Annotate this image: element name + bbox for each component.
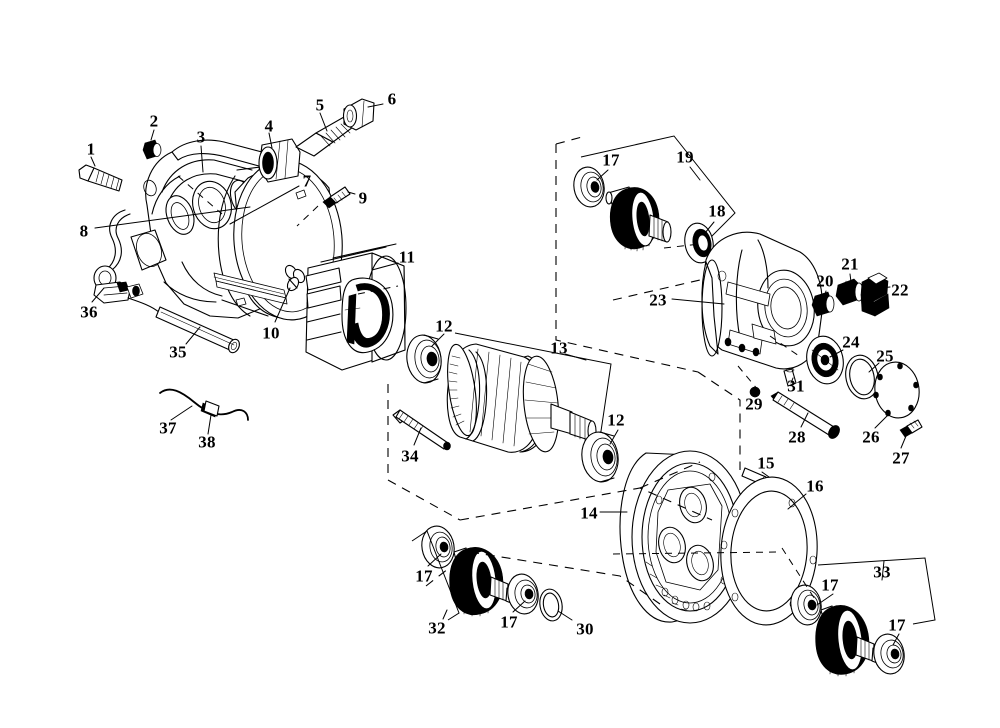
callout-shim-washer: 30 bbox=[576, 619, 594, 639]
part-18-oil-seal bbox=[684, 221, 715, 264]
callout-dowel-pin-bushing: 2 bbox=[149, 111, 159, 131]
callout-terminal-insulator-sleeve: 4 bbox=[264, 116, 274, 136]
part-1-hex-bolt bbox=[78, 156, 123, 192]
callout-long-through-bolt: 34 bbox=[401, 446, 419, 466]
part-4-insulator-sleeve bbox=[258, 132, 301, 183]
callout-oil-seal: 18 bbox=[708, 201, 726, 221]
callout-roll-pin: 31 bbox=[787, 376, 805, 396]
callout-electrical-lead-cable: 37 bbox=[159, 418, 177, 438]
callout-elbow-fitting: 22 bbox=[891, 280, 909, 300]
part-14-planetary-carrier bbox=[599, 450, 749, 624]
callout-ball-bearing: 17 bbox=[415, 566, 433, 586]
callout-armature-assembly: 13 bbox=[550, 338, 568, 358]
part-10-spring-clip bbox=[274, 264, 306, 323]
assembly-guide-dashed-lines bbox=[177, 136, 819, 605]
callout-motor-end-frame-housing: 3 bbox=[196, 127, 206, 147]
callout-ball-bearing: 17 bbox=[602, 150, 620, 170]
part-24-thrust-plate bbox=[806, 335, 844, 385]
part-9-screw bbox=[296, 186, 356, 227]
callout-end-plate-gasket: 16 bbox=[806, 476, 824, 496]
callout-idler-gear-assembly: 32 bbox=[428, 618, 446, 638]
part-36-brush-holder bbox=[91, 265, 161, 314]
callout-ball-bearing: 17 bbox=[500, 612, 518, 632]
part-2-bushing bbox=[142, 129, 162, 160]
callout-o-ring-seal: 25 bbox=[876, 346, 894, 366]
callout-terminal-nut: 6 bbox=[387, 89, 397, 109]
callout-dowel-pin: 15 bbox=[757, 453, 775, 473]
part-27-screw bbox=[899, 419, 923, 449]
callout-threaded-terminal-stud: 5 bbox=[315, 95, 325, 115]
part-28-through-bolt bbox=[770, 391, 840, 439]
callout-steel-ball: 29 bbox=[745, 394, 763, 414]
part-12-bearing-front bbox=[406, 333, 445, 384]
part-33-drive-gear-assembly bbox=[790, 557, 936, 677]
callout-tube-sleeve: 35 bbox=[169, 342, 187, 362]
callout-hex-head-bolt: 1 bbox=[86, 139, 96, 159]
part-21-nut bbox=[835, 273, 864, 306]
part-23-gear-case bbox=[671, 231, 823, 370]
part-34-long-bolt bbox=[392, 409, 451, 451]
callout-planetary-gear-carrier: 14 bbox=[580, 503, 598, 523]
part-26-cover-plate bbox=[873, 361, 920, 429]
callout-through-bolt: 28 bbox=[788, 427, 806, 447]
callout-field-frame-retaining-band: 7 bbox=[302, 171, 312, 191]
callout-nut: 21 bbox=[841, 254, 859, 274]
callout-brush-lead-wire: 8 bbox=[79, 221, 89, 241]
callout-screw: 9 bbox=[358, 188, 368, 208]
part-19-pinion-shaft bbox=[580, 135, 736, 252]
part-6-terminal-nut bbox=[342, 98, 384, 131]
callout-cable-splice-connector: 38 bbox=[198, 432, 216, 452]
callout-ball-bearing-front: 12 bbox=[435, 316, 453, 336]
callout-spring-clip: 10 bbox=[262, 323, 280, 343]
callout-ball-bearing: 17 bbox=[821, 575, 839, 595]
callout-thrust-washer-plate: 24 bbox=[842, 332, 860, 352]
part-30-shim-washer bbox=[539, 588, 573, 622]
callout-screw: 27 bbox=[892, 448, 910, 468]
callout-pinion-shaft-assembly: 19 bbox=[676, 147, 694, 167]
part-11-field-coil-stator bbox=[305, 243, 407, 371]
callout-brush-holder-assembly: 36 bbox=[80, 302, 98, 322]
callout-gear-case-housing: 23 bbox=[649, 290, 667, 310]
callout-cover-plate: 26 bbox=[862, 427, 880, 447]
callout-drive-gear-assembly: 33 bbox=[873, 562, 891, 582]
part-37-38-cable bbox=[159, 388, 249, 435]
part-31-roll-pin bbox=[783, 367, 797, 387]
part-32-idler-gear-assembly bbox=[411, 525, 539, 621]
part-25-o-ring bbox=[845, 354, 880, 400]
part-22-elbow-fitting bbox=[860, 272, 891, 317]
callout-ball-bearing-rear: 12 bbox=[607, 410, 625, 430]
callout-bushing: 20 bbox=[816, 271, 834, 291]
callout-ball-bearing: 17 bbox=[888, 615, 906, 635]
part-17-bearing-upper bbox=[573, 166, 609, 208]
part-20-bushing bbox=[811, 290, 835, 317]
callout-field-coil-stator: 11 bbox=[398, 247, 416, 267]
part-12b-bearing-rear bbox=[581, 429, 619, 483]
part-16-end-plate bbox=[720, 476, 818, 626]
part-35-tube-sleeve bbox=[155, 306, 240, 354]
